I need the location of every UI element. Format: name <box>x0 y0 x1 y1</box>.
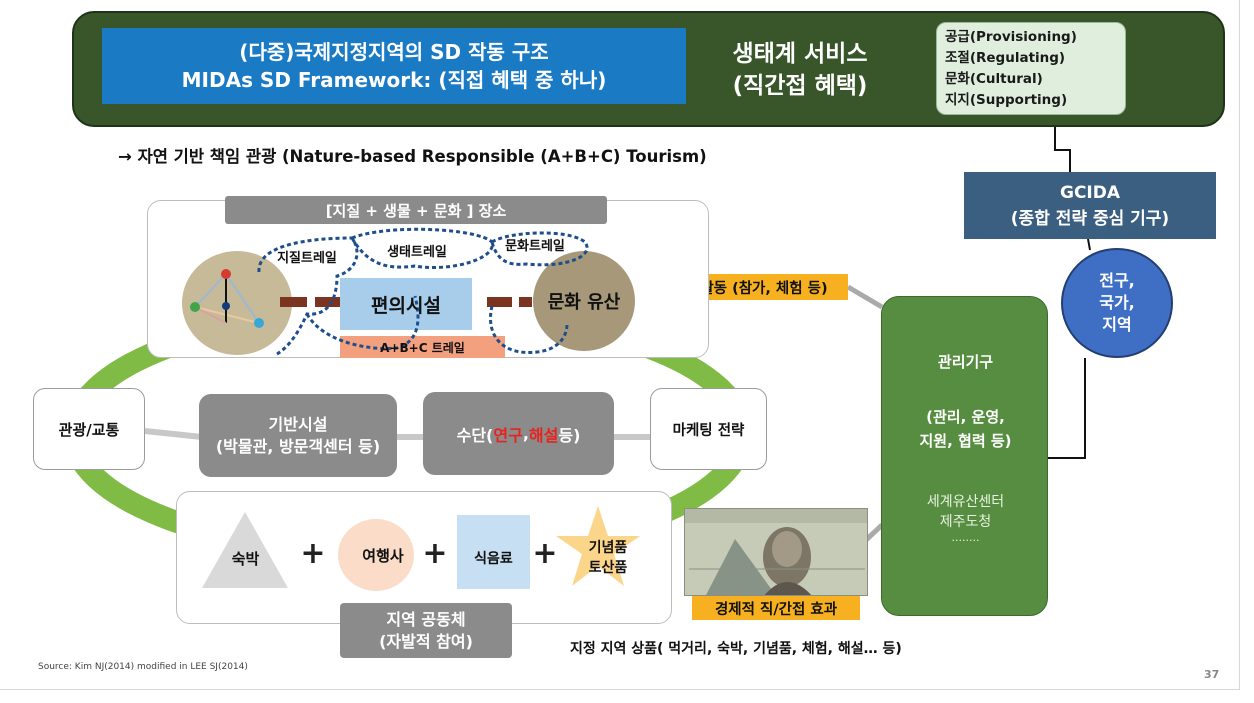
means-suffix: 등) <box>558 425 581 445</box>
means-separator: , <box>522 424 529 443</box>
marketing-box: 마케팅 전략 <box>650 388 767 470</box>
lodging-triangle <box>202 512 288 588</box>
transport-link <box>144 428 203 440</box>
service-regulating: 조절(Regulating) <box>945 50 1066 66</box>
management-box: 관리기구 (관리, 운영, 지원, 협력 등) 세계유산센터 제주도청 ....… <box>881 296 1048 616</box>
framework-title-line2: MIDAs SD Framework: (직접 혜택 중 하나) <box>181 68 607 92</box>
means-research: 연구 <box>493 425 523 445</box>
ecosystem-services-title: 생태계 서비스 (직간접 혜택) <box>694 34 906 106</box>
gcida-to-scope-line <box>1087 238 1091 251</box>
tourism-transport-box: 관광/교통 <box>33 388 145 470</box>
geo-trail-path <box>257 236 359 356</box>
souvenir-line1: 기념품 <box>588 540 628 556</box>
node-red <box>221 269 231 279</box>
management-roles-1: (관리, 운영, <box>926 407 1005 426</box>
service-cultural: 문화(Cultural) <box>945 71 1043 87</box>
services-to-gcida-line <box>1054 122 1071 172</box>
designated-products-text: 지정 지역 상품( 먹거리, 숙박, 기념품, 체험, 해설… 등) <box>570 641 902 657</box>
framework-title-line1: (다중)국제지정지역의 SD 작동 구조 <box>239 40 549 64</box>
service-supporting: 지지(Supporting) <box>945 92 1068 108</box>
scope-national: 국가, <box>1099 293 1135 312</box>
geo-site-circle <box>182 251 292 355</box>
food-label: 식음료 <box>474 551 513 567</box>
gcida-box: GCIDA (종합 전략 중심 기구) <box>964 172 1216 239</box>
eco-trail-label: 생태트레일 <box>387 244 447 260</box>
abc-trail-label: A+B+C 트레일 <box>380 340 465 355</box>
plus-3: + <box>532 535 558 571</box>
economic-effect-label: 경제적 직/간접 효과 <box>692 596 860 620</box>
cultural-heritage-label: 문화 유산 <box>547 292 621 313</box>
souvenir-label: 기념품 토산품 <box>568 536 648 580</box>
facilities-label: 편의시설 <box>371 294 441 317</box>
node-green <box>190 302 200 312</box>
ecosystem-services-list: 공급(Provisioning) 조절(Regulating) 문화(Cultu… <box>936 22 1126 115</box>
eco-trail-path <box>350 227 494 270</box>
infrastructure-desc: (박물관, 방문객센터 등) <box>215 436 381 456</box>
ecosystem-title-line2: (직간접 혜택) <box>732 73 868 99</box>
management-title: 관리기구 <box>937 352 994 371</box>
local-community-box: 지역 공동체 (자발적 참여) <box>340 603 512 658</box>
page-number: 37 <box>1204 668 1220 681</box>
abc-trail-path <box>489 305 569 354</box>
framework-title-box: (다중)국제지정지역의 SD 작동 구조 MIDAs SD Framework:… <box>102 28 686 104</box>
banknote-drawing <box>685 509 867 595</box>
ecosystem-title-line1: 생태계 서비스 <box>732 41 868 67</box>
travel-agency-label: 여행사 <box>362 546 404 565</box>
plus-1: + <box>300 535 326 571</box>
gcida-name: GCIDA <box>1059 182 1121 203</box>
infrastructure-title: 기반시설 <box>268 414 328 434</box>
economic-link <box>864 523 884 542</box>
scope-to-management-line <box>1048 358 1086 459</box>
travel-agency-circle <box>338 519 414 591</box>
scope-circle: 전구, 국가, 지역 <box>1061 248 1173 358</box>
node-blue <box>254 318 264 328</box>
scope-local: 지역 <box>1102 315 1132 334</box>
means-prefix: 수단( <box>456 425 494 445</box>
slide-frame <box>0 0 1240 690</box>
management-org-1: 세계유산센터 <box>926 494 1005 510</box>
community-desc: (자발적 참여) <box>379 631 473 651</box>
place-title: [지질 + 생물 + 문화 ] 장소 <box>225 196 607 224</box>
management-org-2: 제주도청 <box>939 514 992 530</box>
lodging-label: 숙박 <box>231 549 260 568</box>
souvenir-line2: 토산품 <box>588 560 628 576</box>
activity-link <box>846 284 884 310</box>
source-note: Source: Kim NJ(2014) modified in LEE SJ(… <box>38 662 248 672</box>
means-interpretation: 해설 <box>528 425 559 445</box>
scope-global: 전구, <box>1099 271 1135 290</box>
abc-trail-path-2 <box>305 295 420 350</box>
geo-trail-label: 지질트레일 <box>277 250 337 266</box>
community-title: 지역 공동체 <box>386 609 466 629</box>
service-provisioning: 공급(Provisioning) <box>945 29 1077 45</box>
node-center <box>222 302 230 310</box>
souvenir-star <box>556 506 640 586</box>
plus-2: + <box>422 535 448 571</box>
subtitle: → 자연 기반 책임 관광 (Nature-based Responsible … <box>118 147 707 166</box>
gcida-desc: (종합 전략 중심 기구) <box>1010 208 1170 229</box>
facilities-box <box>340 278 472 330</box>
infrastructure-box: 기반시설 (박물관, 방문객센터 등) <box>199 394 397 477</box>
management-ellipsis: ........ <box>951 530 980 544</box>
management-roles-2: 지원, 협력 등) <box>919 431 1012 450</box>
banknote-image <box>684 508 868 596</box>
place-graphics <box>182 227 635 358</box>
product-shapes <box>202 506 640 591</box>
culture-trail-label: 문화트레일 <box>505 238 565 254</box>
means-box: 수단(연구, 해설 등) <box>423 392 614 475</box>
abc-trail-box <box>340 336 505 358</box>
heritage-circle <box>533 251 635 351</box>
food-square <box>457 515 530 589</box>
